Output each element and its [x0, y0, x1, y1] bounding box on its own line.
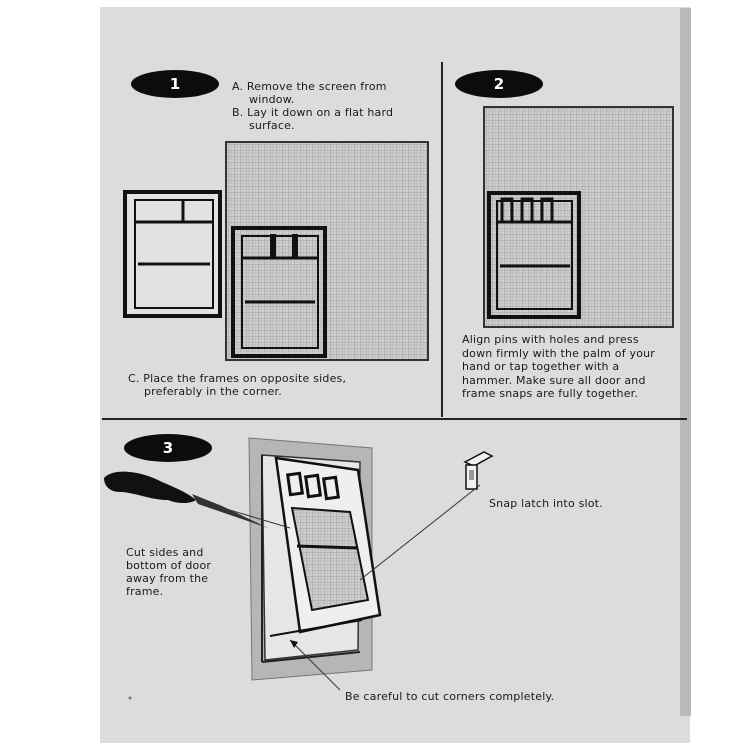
step1-line-b1: B. Lay it down on a flat hard [232, 106, 394, 119]
step3-door-tilted [269, 456, 382, 637]
step2-line: frame snaps are fully together. [462, 387, 639, 400]
step2-line: Align pins with holes and press [462, 333, 639, 346]
step3-corners-label: Be careful to cut corners completely. [345, 690, 555, 703]
step3-cut-line: frame. [126, 585, 164, 598]
step2-assembled-door [487, 191, 581, 319]
step2-instructions: Align pins with holes and press down fir… [462, 333, 655, 401]
latch-icon [463, 451, 494, 490]
step2-line: hand or tap together with a [462, 360, 620, 373]
step1-instruction-c: C. Place the frames on opposite sides, p… [128, 372, 346, 398]
step1-left-frame [123, 190, 222, 318]
step1-line-a1: A. Remove the screen from [232, 80, 387, 93]
step1-instructions-ab: A. Remove the screen from window. B. Lay… [232, 80, 393, 132]
divider-vertical [441, 62, 443, 417]
step1-right-frame [231, 226, 327, 358]
leader-lines [289, 484, 481, 691]
step2-line: hammer. Make sure all door and [462, 373, 646, 387]
step3-cut-line: Cut sides and [126, 546, 204, 559]
step3-snap-label: Snap latch into slot. [489, 497, 603, 510]
step3-badge: 3 [124, 434, 212, 462]
step2-badge: 2 [455, 70, 543, 98]
step3-cut-line: bottom of door [126, 559, 212, 572]
step1-line-a2: window. [249, 93, 295, 106]
step3-cut-line: away from the [126, 572, 209, 585]
step2-line: down firmly with the palm of your [462, 346, 656, 360]
step1-line-b2: surface. [249, 119, 295, 132]
knife-icon [104, 471, 291, 529]
step1-line-c2: preferably in the corner. [144, 385, 282, 398]
step1-badge: 1 [131, 70, 219, 98]
divider-horizontal [102, 418, 687, 420]
step1-line-c1: C. Place the frames on opposite sides, [128, 372, 347, 385]
step3-cut-instructions: Cut sides and bottom of door away from t… [126, 546, 211, 598]
sheet-edge-shadow [680, 8, 691, 716]
